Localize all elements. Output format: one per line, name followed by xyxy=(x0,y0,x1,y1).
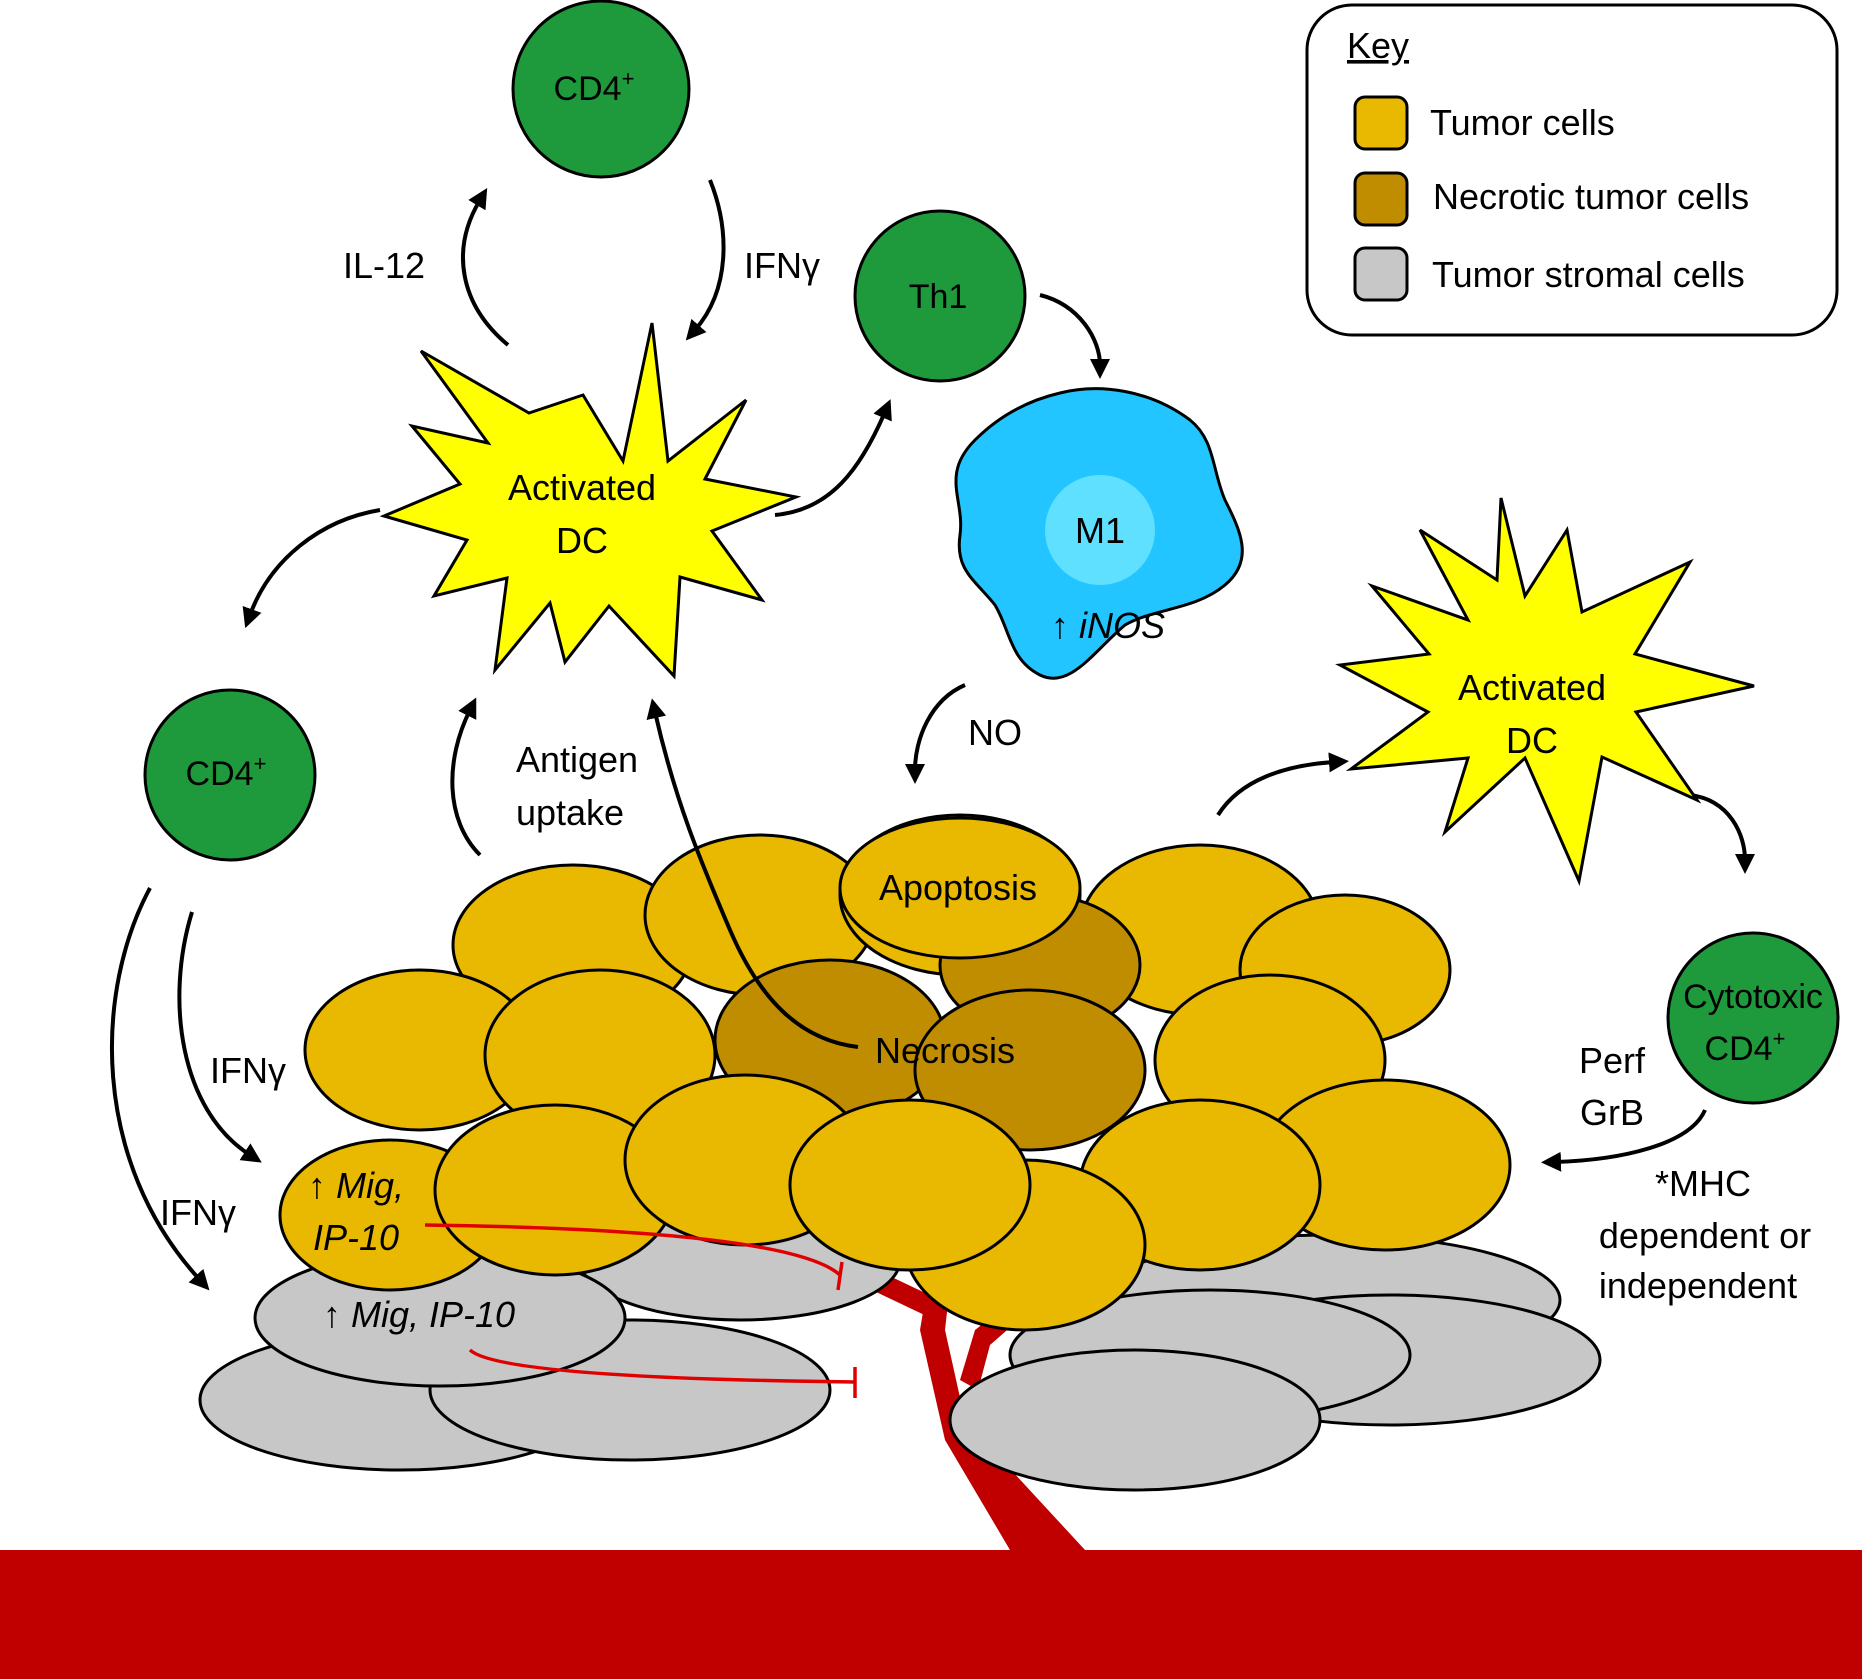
arrows xyxy=(110,179,1755,1291)
mhc-label-2: dependent or xyxy=(1599,1215,1811,1256)
dc-to-th1-arrow xyxy=(774,399,892,517)
key-label-stroma: Tumor stromal cells xyxy=(1432,254,1745,295)
il12-label: IL-12 xyxy=(343,245,425,286)
tumor-chemokines-label-1: ↑ Mig, xyxy=(308,1165,404,1206)
il12-arrow xyxy=(461,187,510,347)
cd4-top-label: CD4+ xyxy=(554,66,635,108)
stroma-chemokines-label: ↑ Mig, IP-10 xyxy=(323,1294,515,1335)
th1-label: Th1 xyxy=(909,278,968,316)
apoptosis-label: Apoptosis xyxy=(879,867,1037,908)
necrosis-label: Necrosis xyxy=(875,1030,1015,1071)
dc-main-label-2: DC xyxy=(556,520,608,561)
tumor-chemokines-label-2: IP-10 xyxy=(313,1217,399,1258)
blood-vessel xyxy=(0,1550,1862,1679)
key-swatch-necrotic xyxy=(1353,171,1409,227)
mhc-label-3: independent xyxy=(1599,1265,1797,1306)
necrosis-to-dc-arrow xyxy=(646,698,859,1049)
cytotoxic-kill-arrow xyxy=(1541,1109,1707,1172)
perf-label: Perf xyxy=(1579,1040,1646,1081)
no-label: NO xyxy=(968,712,1022,753)
cytotoxic-label-2: CD4+ xyxy=(1705,1026,1786,1068)
m1-nucleus xyxy=(1045,475,1155,585)
no-arrow xyxy=(905,683,966,784)
dc-right-label-2: DC xyxy=(1506,720,1558,761)
key-legend: Key Tumor cells Necrotic tumor cells Tum… xyxy=(1305,3,1839,337)
inhibit-tumor-to-vessel xyxy=(424,1223,842,1277)
cytotoxic-label-1: Cytotoxic xyxy=(1683,978,1823,1016)
cytotoxic-cd4-cell xyxy=(1666,931,1840,1105)
key-box xyxy=(1305,3,1839,337)
ifng-left-outer-arrow xyxy=(110,887,210,1291)
cd4-top-cell xyxy=(511,0,691,179)
antigen-uptake-arrow xyxy=(450,697,482,857)
mhc-label-1: *MHC xyxy=(1655,1163,1751,1204)
apoptosis-cell xyxy=(838,816,1082,960)
activated-dc-right xyxy=(1335,497,1755,887)
th1-to-m1-arrow xyxy=(1039,293,1110,379)
grb-label: GrB xyxy=(1580,1092,1644,1133)
cd4-left-cell xyxy=(143,688,317,862)
dc-right-label-1: Activated xyxy=(1458,667,1606,708)
antigen-uptake-label-1: Antigen xyxy=(516,739,638,780)
tumor-cell xyxy=(788,1098,1032,1272)
key-swatch-stroma xyxy=(1353,246,1409,302)
m1-inos-label: ↑ iNOS xyxy=(1051,605,1165,646)
tumor-to-dc-right-arrow xyxy=(1216,752,1349,817)
m1-label: M1 xyxy=(1075,510,1125,551)
antigen-uptake-label-2: uptake xyxy=(516,792,624,833)
th1-cell xyxy=(853,209,1027,383)
cd4-left-label: CD4+ xyxy=(186,751,267,793)
necrotic-cell xyxy=(913,988,1147,1152)
dc-right-to-cytotoxic-arrow xyxy=(1689,793,1755,874)
ifng-top-label: IFNγ xyxy=(744,245,820,286)
key-label-necrotic: Necrotic tumor cells xyxy=(1433,176,1749,217)
stromal-cell xyxy=(948,1348,1322,1492)
ifng-left-outer-label: IFNγ xyxy=(160,1192,236,1233)
key-label-tumor: Tumor cells xyxy=(1430,102,1615,143)
inhibition-lines xyxy=(424,1223,857,1398)
inhibit-stroma-to-vessel xyxy=(468,1348,856,1384)
activated-dc-main xyxy=(379,322,802,680)
key-swatch-tumor xyxy=(1353,95,1409,151)
dc-to-cd4-left-arrow xyxy=(242,508,381,629)
key-title: Key xyxy=(1347,25,1409,66)
ifng-top-arrow xyxy=(685,179,726,341)
ifng-left-inner-label: IFNγ xyxy=(210,1050,286,1091)
dc-main-label-1: Activated xyxy=(508,467,656,508)
ifng-left-inner-arrow xyxy=(177,911,262,1163)
